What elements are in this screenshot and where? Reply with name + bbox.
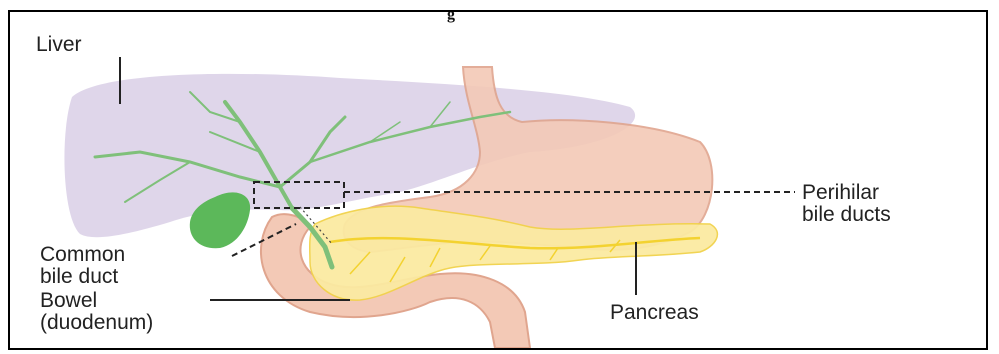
diagram-frame: g [8, 10, 988, 350]
common-bile-duct-label: Common bile duct [40, 244, 125, 288]
bowel-label-line1: Bowel [40, 290, 153, 312]
liver-label: Liver [36, 34, 82, 56]
perihilar-label-line1: Perihilar [802, 182, 891, 204]
perihilar-label-line2: bile ducts [802, 204, 891, 226]
liver-label-text: Liver [36, 33, 82, 56]
anatomy-illustration [10, 12, 986, 348]
perihilar-label: Perihilar bile ducts [802, 182, 891, 226]
bowel-label: Bowel (duodenum) [40, 290, 153, 334]
pancreas-label: Pancreas [610, 302, 699, 324]
pancreas-label-text: Pancreas [610, 301, 699, 324]
bowel-label-line2: (duodenum) [40, 312, 153, 334]
common-bile-duct-line1: Common [40, 244, 125, 266]
common-bile-duct-line2: bile duct [40, 266, 125, 288]
